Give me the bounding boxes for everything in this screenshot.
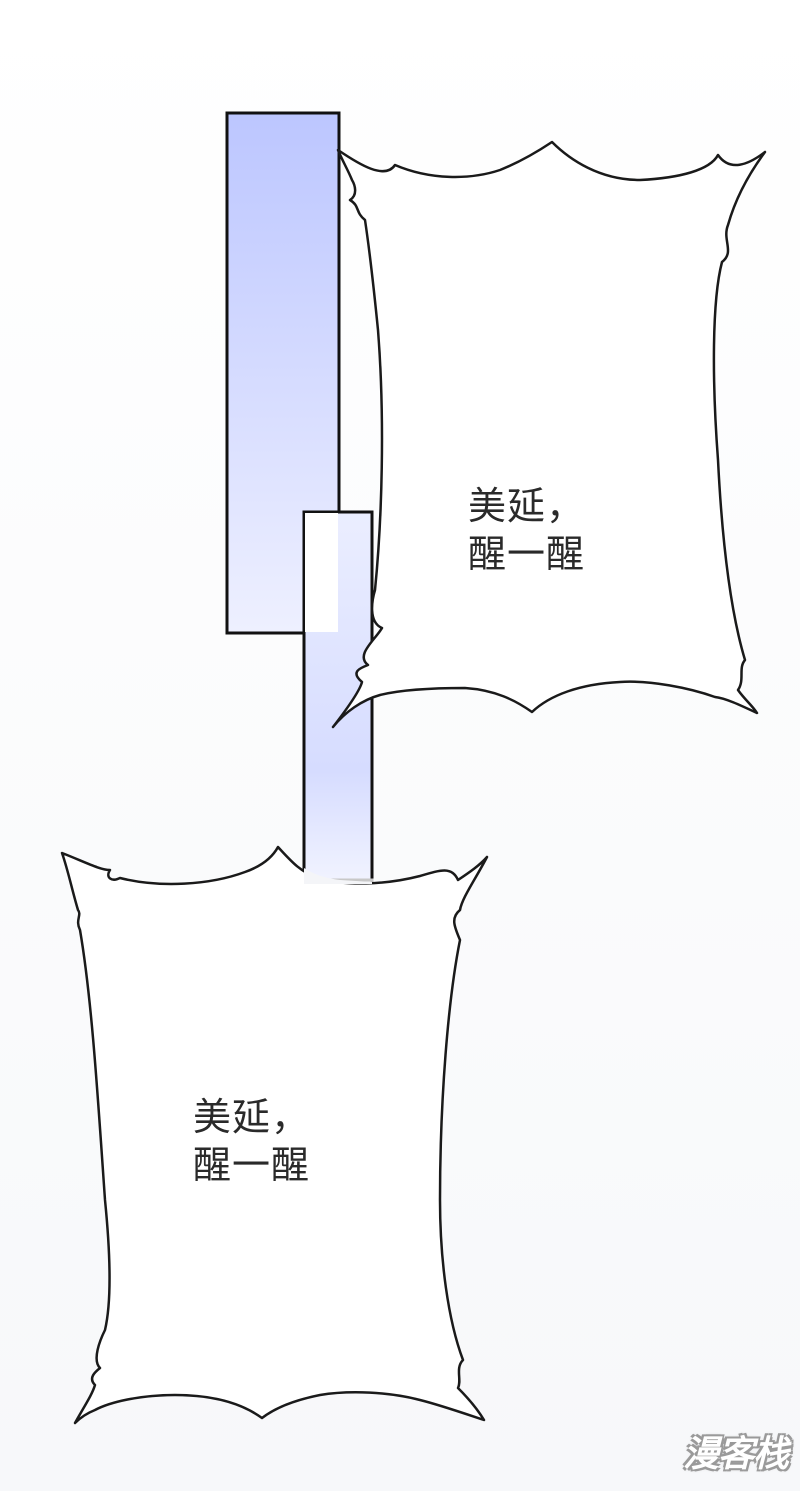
- speech-text-top: 美延， 醒一醒: [468, 482, 585, 578]
- speech-top-line-2: 醒一醒: [468, 532, 586, 576]
- speech-bubble-top: [331, 140, 767, 729]
- speech-text-bottom: 美延， 醒一醒: [193, 1093, 310, 1189]
- rectangle-bubble-join: [304, 868, 372, 884]
- rectangle-overlap-gap: [305, 513, 338, 632]
- watermark-logo: 漫客栈: [682, 1434, 789, 1475]
- speech-top-line-1: 美延，: [468, 484, 586, 528]
- speech-bottom-line-2: 醒一醒: [193, 1143, 311, 1187]
- speech-bottom-line-1: 美延，: [193, 1095, 311, 1139]
